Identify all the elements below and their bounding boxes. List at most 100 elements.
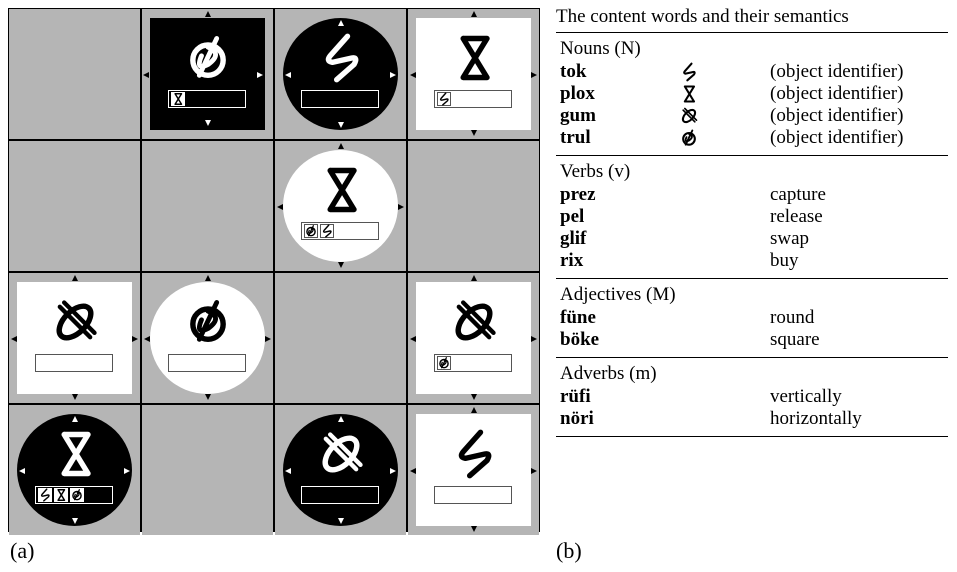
word: tok <box>560 61 587 82</box>
symbol-cell <box>680 106 770 126</box>
board-cell <box>142 141 273 271</box>
arrow-right-icon <box>265 336 271 342</box>
meaning: capture <box>770 184 826 205</box>
inventory-item <box>70 488 84 502</box>
board-cell <box>275 405 406 535</box>
trul-glyph-icon <box>682 129 696 146</box>
arrow-down-icon <box>338 122 344 128</box>
agent-tile-square-white <box>11 275 138 400</box>
arrow-up-icon <box>72 416 78 422</box>
tok-glyph-icon <box>322 224 332 238</box>
plox-glyph-icon <box>459 35 490 81</box>
meaning: vertically <box>770 386 842 407</box>
meaning: (object identifier) <box>770 105 904 126</box>
table-row: rüfi vertically <box>556 386 948 408</box>
meaning: (object identifier) <box>770 83 904 104</box>
arrow-left-icon <box>410 468 416 474</box>
word: trul <box>560 127 591 148</box>
tok-glyph-icon <box>458 429 491 479</box>
arrow-right-icon <box>390 468 396 474</box>
inventory-box <box>301 486 379 504</box>
arrow-down-icon <box>72 518 78 524</box>
arrow-up-icon <box>471 275 477 281</box>
board-cell <box>142 405 273 535</box>
tok-glyph-icon <box>683 62 696 82</box>
arrow-right-icon <box>531 468 537 474</box>
gum-glyph-icon <box>322 432 363 473</box>
board-cell <box>142 273 273 403</box>
meaning: horizontally <box>770 408 862 429</box>
agent-tile-square-white <box>410 407 537 532</box>
inventory-box <box>35 354 113 372</box>
plox-glyph-icon <box>57 489 66 501</box>
inventory-item <box>437 92 451 106</box>
meaning: release <box>770 206 823 227</box>
inventory-item <box>304 224 318 238</box>
arrow-left-icon <box>277 204 283 210</box>
inventory-box <box>168 90 246 108</box>
section-heading: Adverbs (m) <box>560 363 657 384</box>
arrow-right-icon <box>398 204 404 210</box>
meaning: swap <box>770 228 810 249</box>
inventory-item <box>38 488 52 502</box>
arrow-right-icon <box>531 72 537 78</box>
table-title: The content words and their semantics <box>556 4 948 33</box>
arrow-right-icon <box>132 336 138 342</box>
table-row: nöri horizontally <box>556 408 948 430</box>
word: plox <box>560 83 595 104</box>
arrow-left-icon <box>410 72 416 78</box>
board-cell <box>9 9 140 139</box>
inventory-box <box>35 486 113 504</box>
arrow-down-icon <box>338 262 344 268</box>
board-cell <box>275 9 406 139</box>
arrow-left-icon <box>19 468 25 474</box>
arrow-down-icon <box>471 394 477 400</box>
tok-glyph-icon <box>439 92 449 106</box>
arrow-down-icon <box>338 518 344 524</box>
arrow-up-icon <box>471 11 477 17</box>
trul-glyph-icon <box>189 36 226 79</box>
table-row: pel release <box>556 206 948 228</box>
table-row: tok(object identifier) <box>556 61 948 83</box>
board-cell <box>275 273 406 403</box>
tok-glyph-icon <box>325 33 358 83</box>
table-row: prez capture <box>556 184 948 206</box>
word: rüfi <box>560 386 591 407</box>
agent-tile-circle-white <box>277 143 404 268</box>
board-cell <box>9 273 140 403</box>
plox-glyph-icon <box>174 93 183 105</box>
meaning: buy <box>770 250 799 271</box>
meaning: (object identifier) <box>770 127 904 148</box>
arrow-up-icon <box>338 143 344 149</box>
arrow-left-icon <box>410 336 416 342</box>
inventory-box <box>301 90 379 108</box>
agent-tile-square-white <box>410 11 537 136</box>
section-heading: Adjectives (M) <box>560 284 676 305</box>
agent-tile-square-white <box>410 275 537 400</box>
inventory-item <box>171 92 185 106</box>
agent-tile-circle-black <box>283 414 398 526</box>
gum-glyph-icon <box>455 300 496 341</box>
board-cell <box>408 9 539 139</box>
word: nöri <box>560 408 594 429</box>
arrow-left-icon <box>285 468 291 474</box>
table-section: Nouns (N)tok(object identifier)plox(obje… <box>556 33 948 156</box>
arrow-down-icon <box>471 526 477 532</box>
agent-tile-circle-white <box>144 275 271 400</box>
plox-glyph-icon <box>683 85 696 103</box>
word: pel <box>560 206 585 227</box>
gum-glyph-icon <box>681 107 698 124</box>
table-section: Adverbs (m)rüfi vertically nöri horizontall… <box>556 358 948 437</box>
meaning: square <box>770 329 820 350</box>
inventory-box <box>434 486 512 504</box>
agent-tile-square-black <box>143 11 265 130</box>
symbol-cell <box>680 128 770 148</box>
inventory-item <box>320 224 334 238</box>
word: prez <box>560 184 596 205</box>
arrow-down-icon <box>72 394 78 400</box>
word: füne <box>560 307 596 328</box>
arrow-right-icon <box>531 336 537 342</box>
